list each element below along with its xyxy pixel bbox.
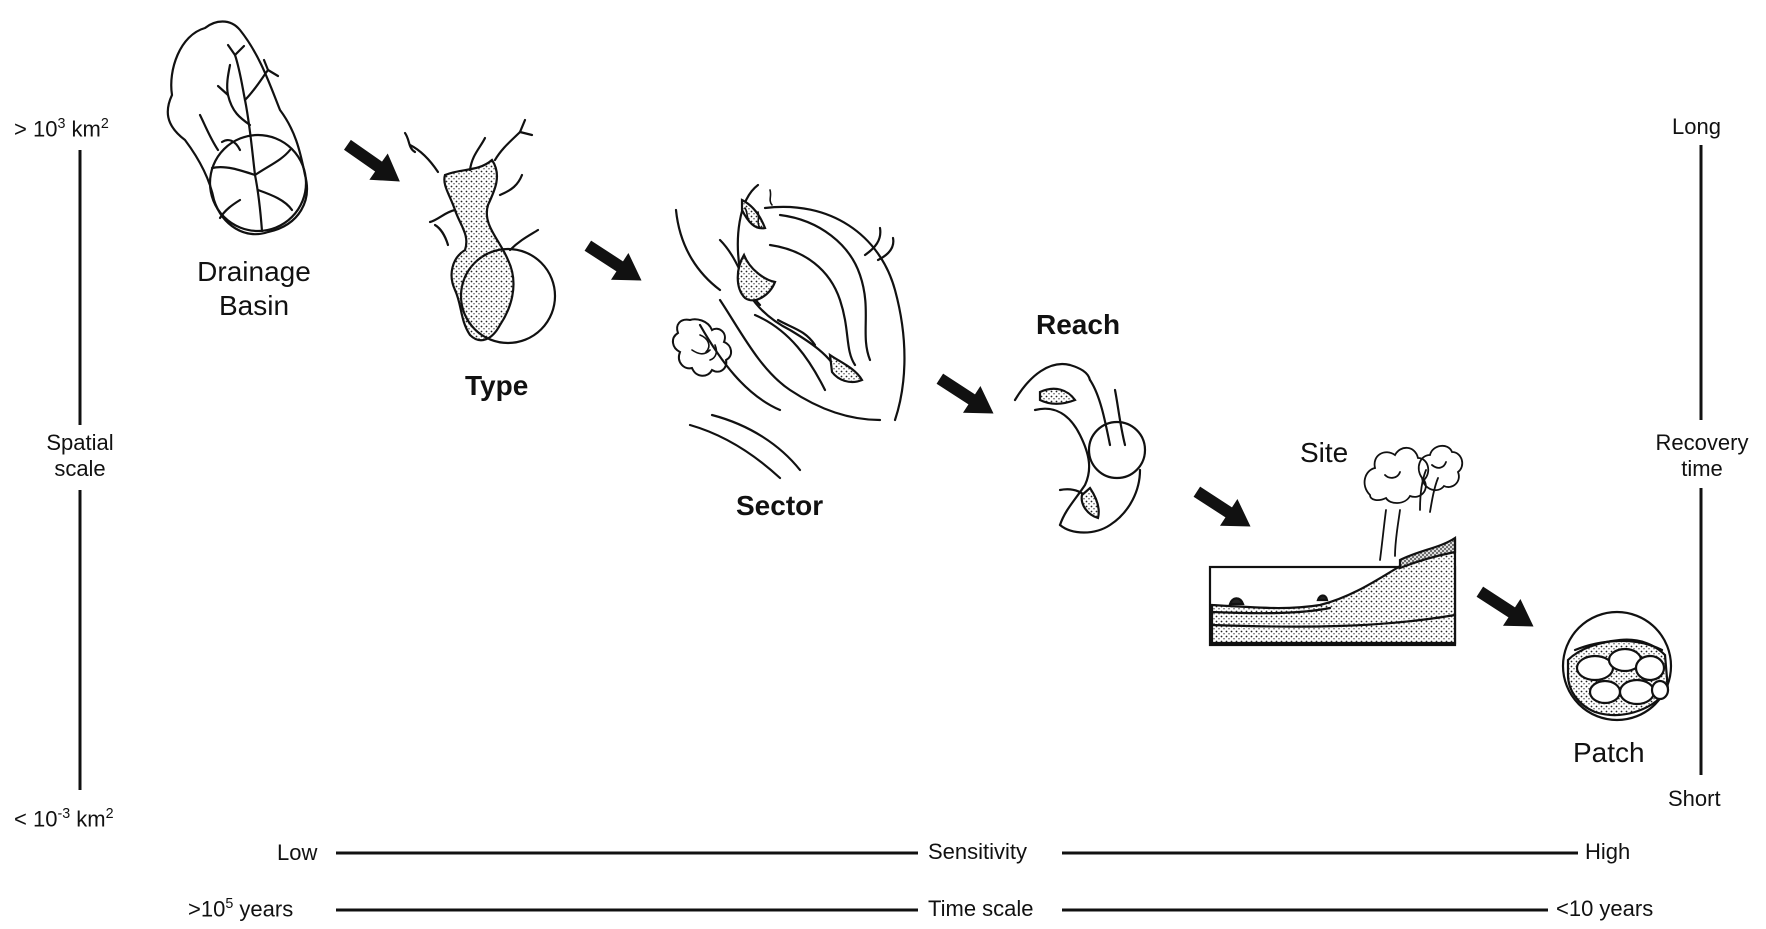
recovery-axis-title: Recovery time — [1642, 430, 1762, 482]
label-sector: Sector — [736, 490, 823, 522]
arrow-icon — [931, 365, 1002, 427]
sector-sketch — [673, 185, 905, 478]
time-axis-right-label: <10 years — [1556, 896, 1653, 922]
drainage-basin-sketch — [168, 22, 307, 235]
sensitivity-low-label: Low — [277, 840, 317, 866]
label-site: Site — [1300, 437, 1348, 469]
label-basin-line2: Basin — [186, 289, 322, 323]
arrow-icon — [579, 232, 650, 294]
arrow-icon — [1471, 578, 1542, 640]
reach-sketch — [1015, 364, 1145, 532]
time-axis-title: Time scale — [928, 896, 1034, 922]
sensitivity-high-label: High — [1585, 839, 1630, 865]
label-reach: Reach — [1036, 309, 1120, 341]
label-drainage-line1: Drainage — [186, 255, 322, 289]
recovery-axis-bottom-label: Short — [1668, 786, 1721, 812]
site-sketch — [1210, 446, 1462, 645]
time-axis-left-label: >105 years — [188, 896, 293, 922]
spatial-axis-bottom-label: < 10-3 km2 — [14, 806, 114, 832]
label-drainage-basin: Drainage Basin — [186, 255, 322, 323]
recovery-axis-top-label: Long — [1672, 114, 1721, 140]
label-patch: Patch — [1573, 737, 1645, 769]
spatial-axis-title: Spatial scale — [30, 430, 130, 482]
arrow-icon — [338, 132, 409, 195]
sensitivity-axis-title: Sensitivity — [928, 839, 1027, 865]
label-type: Type — [465, 370, 528, 402]
patch-sketch — [1563, 612, 1671, 720]
arrow-icon — [1188, 478, 1259, 540]
type-sketch — [405, 120, 555, 343]
spatial-axis-top-label: > 103 km2 — [14, 116, 109, 142]
